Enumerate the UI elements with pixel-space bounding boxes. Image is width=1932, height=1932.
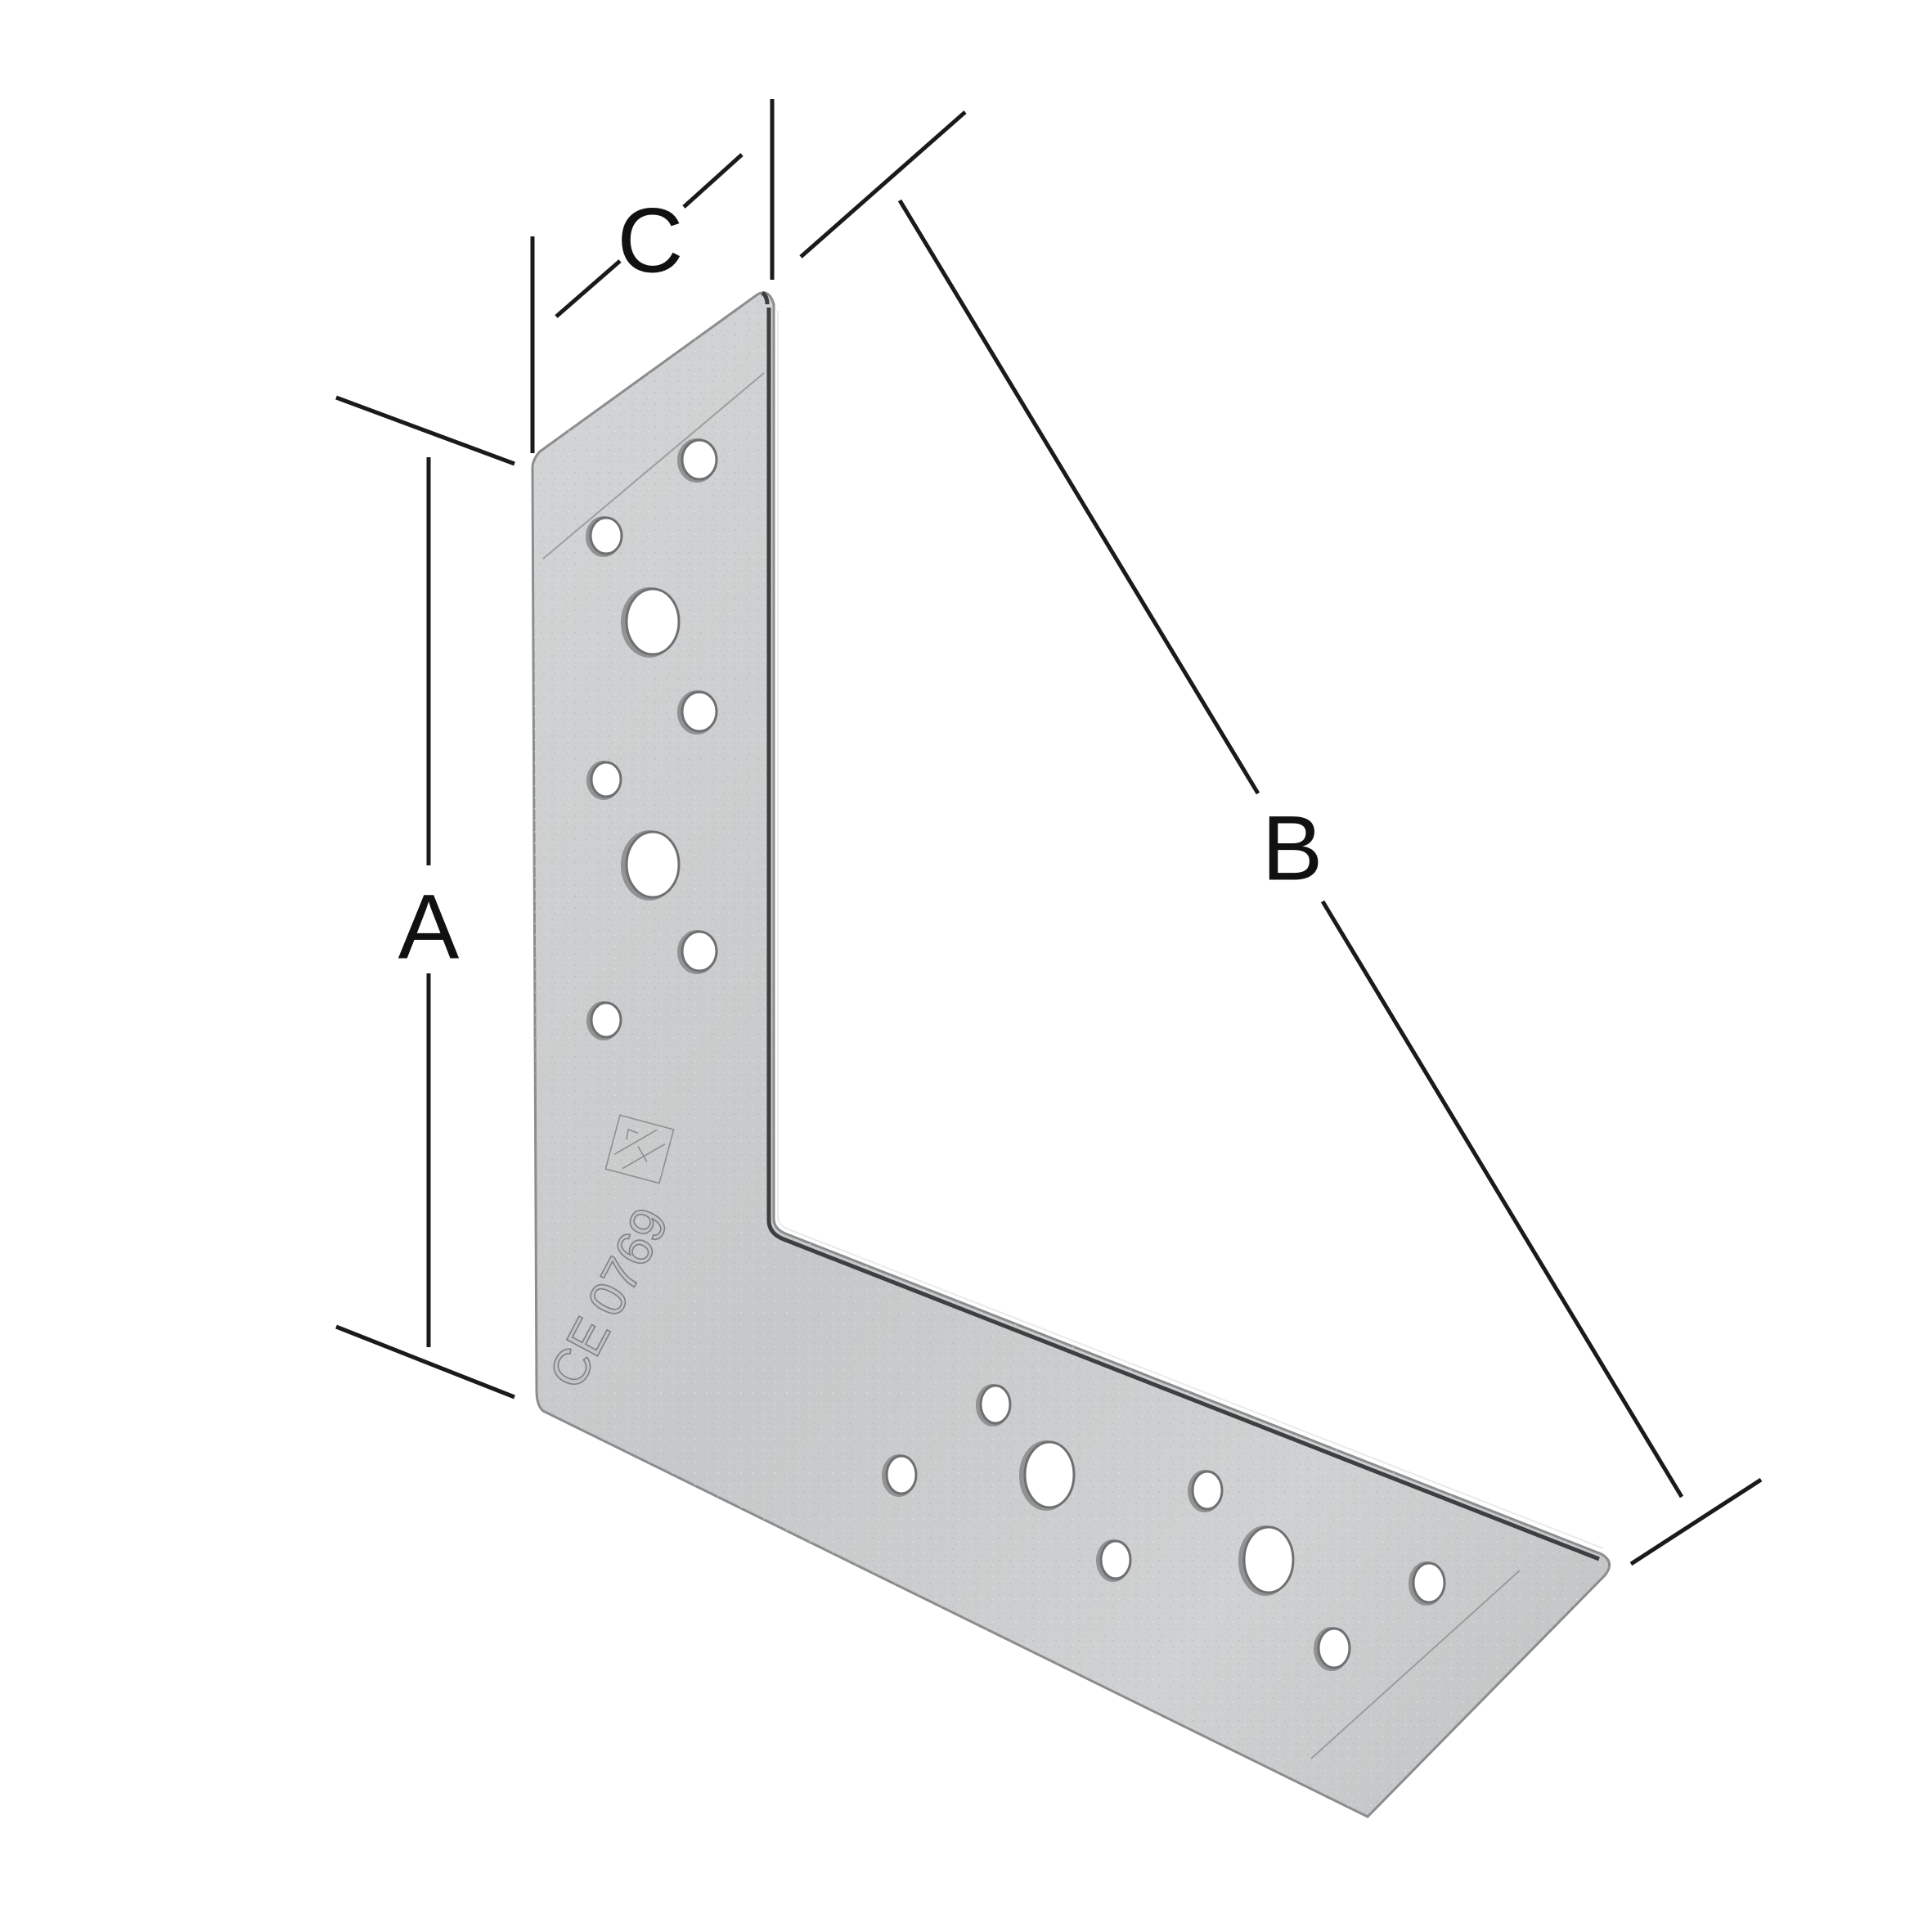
bracket-inner-edge [761, 290, 1600, 1561]
hole-large [1242, 1525, 1295, 1594]
hole [1412, 1561, 1446, 1604]
hole [590, 761, 622, 798]
dimension-a-extension-top [335, 395, 515, 466]
dimension-b-extension-top [799, 110, 967, 258]
bend-line-top [542, 372, 765, 559]
dimension-b-label: B [1262, 798, 1323, 900]
hole [885, 1454, 918, 1495]
holes-vertical-leg [586, 438, 718, 1040]
hole [681, 930, 718, 973]
dimension-c-line-lower [555, 259, 622, 318]
dimension-b: B [799, 110, 1763, 1566]
dimension-a-label: A [398, 876, 460, 978]
hole-large [625, 587, 681, 656]
hole [979, 1384, 1012, 1425]
dimension-b-extension-bottom [1629, 1477, 1763, 1566]
hole [681, 690, 718, 733]
hole [681, 438, 718, 481]
bracket-inner-edge-highlight [777, 311, 1604, 1549]
dimension-a: A [335, 395, 515, 1400]
manufacturer-logo [604, 1114, 675, 1184]
bend-line-bottom [1310, 1570, 1521, 1759]
hole-large [1023, 1440, 1076, 1509]
logo-diamond-icon [604, 1114, 675, 1184]
bracket-grain [532, 292, 1610, 1817]
bracket [531, 290, 1611, 1818]
dimension-c: C [530, 99, 775, 453]
hole [1099, 1539, 1132, 1580]
hole [1191, 1470, 1224, 1511]
dimension-b-line-lower [1320, 900, 1684, 1498]
hole [1317, 1627, 1351, 1669]
hole-large [625, 830, 681, 899]
holes-horizontal-leg [882, 1384, 1446, 1671]
hole [589, 516, 623, 555]
dimension-c-line-upper [682, 153, 744, 209]
dimension-a-extension-bottom [335, 1324, 515, 1400]
hole [590, 1001, 622, 1039]
dimension-c-label: C [618, 190, 684, 292]
dimension-b-line-upper [897, 199, 1260, 795]
